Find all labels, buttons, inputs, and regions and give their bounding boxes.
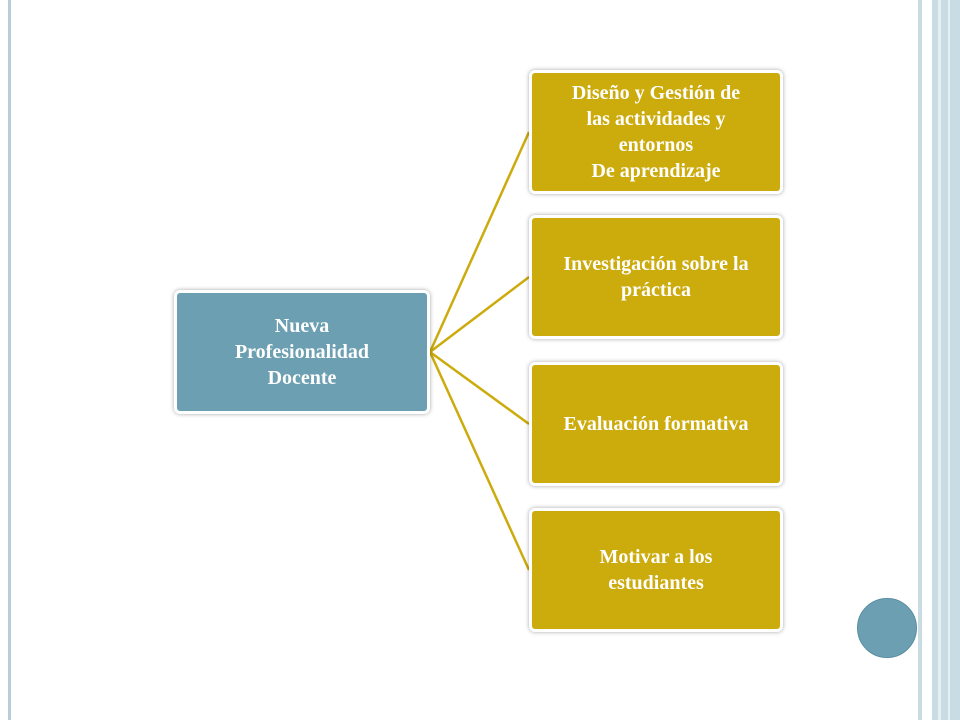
slide-frame-right-line — [938, 0, 941, 720]
root-node: Nueva Profesionalidad Docente — [174, 290, 430, 414]
slide-frame-left — [8, 0, 11, 720]
connector-line-3 — [429, 350, 530, 426]
child-node-label: Motivar a los estudiantes — [599, 546, 713, 594]
child-node-label: Investigación sobre la práctica — [563, 253, 749, 301]
slide-frame-right-inner — [922, 0, 932, 720]
slide-frame-right-line — [948, 0, 950, 720]
child-node-evaluation: Evaluación formativa — [529, 362, 783, 486]
child-node-label: Evaluación formativa — [563, 413, 749, 435]
decorative-circle — [857, 598, 917, 658]
child-node-label: Diseño y Gestión de las actividades y en… — [571, 82, 741, 182]
connector-line-2 — [429, 276, 530, 353]
child-node-design: Diseño y Gestión de las actividades y en… — [529, 70, 783, 194]
root-node-label: Nueva Profesionalidad Docente — [234, 315, 370, 389]
connector-line-4 — [428, 351, 531, 571]
child-node-motivation: Motivar a los estudiantes — [529, 508, 783, 632]
child-node-research: Investigación sobre la práctica — [529, 215, 783, 339]
connector-line-1 — [428, 131, 531, 353]
